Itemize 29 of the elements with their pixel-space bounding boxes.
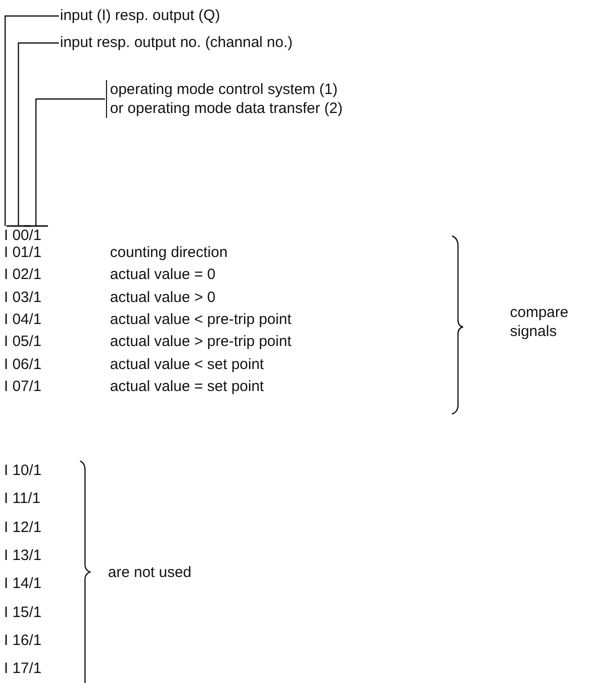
signal-description: counting direction (110, 243, 228, 262)
io-address: I 15/1 (4, 602, 42, 622)
io-address: I 17/1 (4, 659, 42, 678)
io-address: I 00/1 (4, 226, 42, 245)
group-note: are not used (108, 563, 192, 582)
io-address: I 04/1 (4, 310, 42, 329)
io-address: I 16/1 (4, 630, 42, 650)
io-address: I 02/1 (4, 265, 42, 284)
leader-note: input resp. output no. (channal no.) (60, 33, 293, 52)
io-address: I 12/1 (4, 518, 42, 537)
io-address: I 03/1 (4, 288, 42, 307)
signal-description: actual value > pre-trip point (110, 332, 292, 352)
signal-description: actual value < set point (110, 354, 264, 374)
group-note: compare signals (510, 303, 570, 341)
signal-description: actual value = 0 (110, 265, 216, 284)
io-address: I 01/1 (4, 243, 42, 262)
signal-description: actual value = set point (110, 376, 264, 396)
io-address: I 14/1 (4, 574, 42, 594)
io-address: I 05/1 (4, 332, 42, 352)
io-address: I 06/1 (4, 354, 42, 374)
leader-line (23, 98, 105, 227)
leader-note: input (I) resp. output (Q) (60, 6, 220, 25)
signal-description: actual value > 0 (110, 288, 216, 307)
io-address: I 10/1 (4, 461, 42, 480)
signal-description: actual value < pre-trip point (110, 310, 292, 329)
leader-note: operating mode control system (1) or operating mode data transfer (2) (106, 80, 350, 118)
io-address: I 13/1 (4, 546, 42, 565)
io-address: I 11/1 (4, 489, 40, 508)
io-address: I 07/1 (4, 376, 42, 396)
